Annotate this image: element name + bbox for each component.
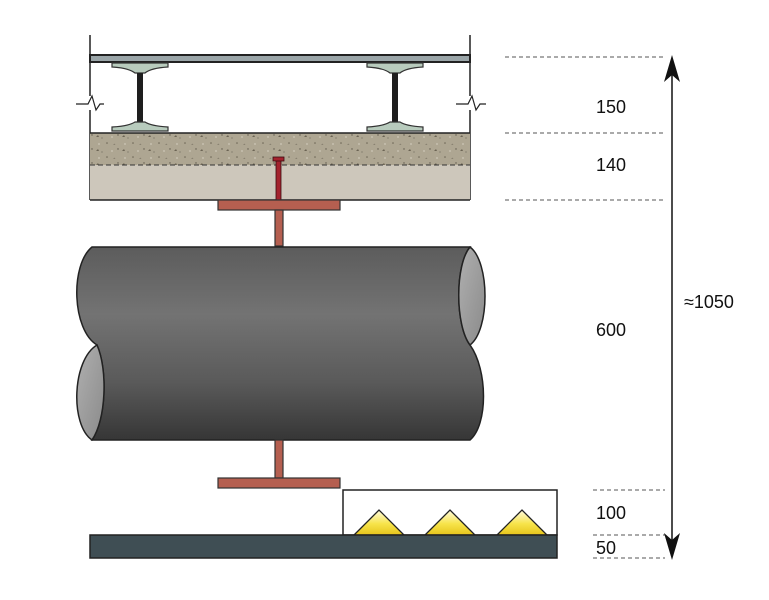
pipe-end-face-left (76, 343, 105, 442)
label-floor-thickness: 50 (596, 538, 616, 558)
left-break-symbol (76, 94, 104, 112)
label-slab-thickness: 140 (596, 155, 626, 175)
bracket-plate (217, 477, 341, 489)
beam-bottom-flange (366, 121, 424, 132)
beam-bottom-flange (111, 121, 169, 132)
beam-web (137, 73, 143, 122)
pipe (76, 245, 486, 442)
beam-top-flange (111, 62, 169, 74)
label-total-height: ≈1050 (684, 292, 734, 312)
right-break-symbol (456, 94, 486, 112)
steel-beam-right (366, 62, 424, 132)
pipe-end-face-right (458, 245, 486, 347)
bracket-stem (274, 439, 284, 479)
top-deck (89, 54, 471, 63)
steel-beam-left (111, 62, 169, 132)
total-height-arrow (664, 55, 680, 560)
hanger-stem (274, 209, 284, 247)
floor-slab (89, 534, 558, 559)
hanger-plate (217, 199, 341, 211)
pipe-body (76, 246, 485, 441)
beam-web (392, 73, 398, 122)
label-beam-depth: 150 (596, 97, 626, 117)
label-pipe-diameter: 600 (596, 320, 626, 340)
upper-pipe-hanger (217, 199, 341, 247)
lower-bracket (217, 439, 341, 489)
beam-top-flange (366, 62, 424, 74)
luminaire (342, 489, 558, 536)
arrowhead-down-icon (664, 533, 680, 560)
dimension-guides (505, 56, 665, 559)
arrowhead-up-icon (664, 55, 680, 82)
label-luminaire-height: 100 (596, 503, 626, 523)
